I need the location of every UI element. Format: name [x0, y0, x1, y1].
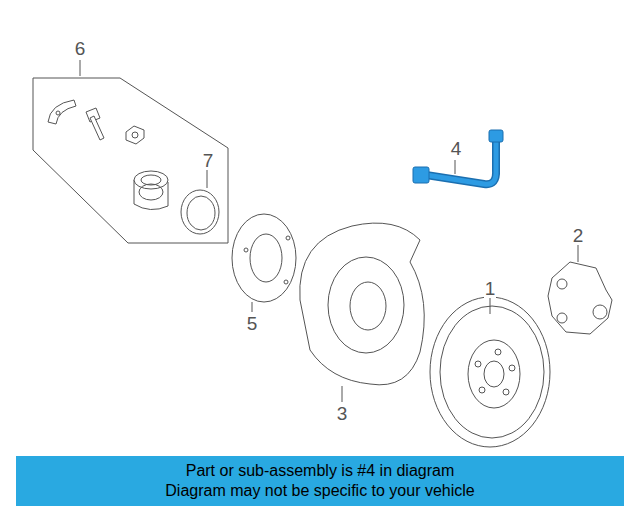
- callout-number: 7: [202, 151, 215, 170]
- kit-outline: [33, 78, 228, 243]
- brake-rotor: [430, 297, 550, 447]
- dust-shield: [300, 223, 425, 385]
- callout-number: 6: [74, 39, 87, 58]
- info-banner: Part or sub-assembly is #4 in diagramDia…: [16, 456, 624, 506]
- callout-number: 3: [336, 404, 349, 423]
- callout-number: 1: [484, 279, 497, 298]
- seal-ring: [181, 190, 219, 234]
- banner-text: Part or sub-assembly is #4 in diagram: [186, 461, 455, 481]
- clip: [48, 100, 76, 124]
- nut: [126, 126, 144, 144]
- hub-ring: [232, 214, 296, 302]
- banner-text: Diagram may not be specific to your vehi…: [165, 481, 474, 501]
- callout-number: 2: [572, 226, 585, 245]
- leader-line: [80, 60, 81, 76]
- brake-caliper: [548, 262, 612, 334]
- callout-number: 5: [246, 314, 259, 333]
- callout-number: 4: [450, 139, 463, 158]
